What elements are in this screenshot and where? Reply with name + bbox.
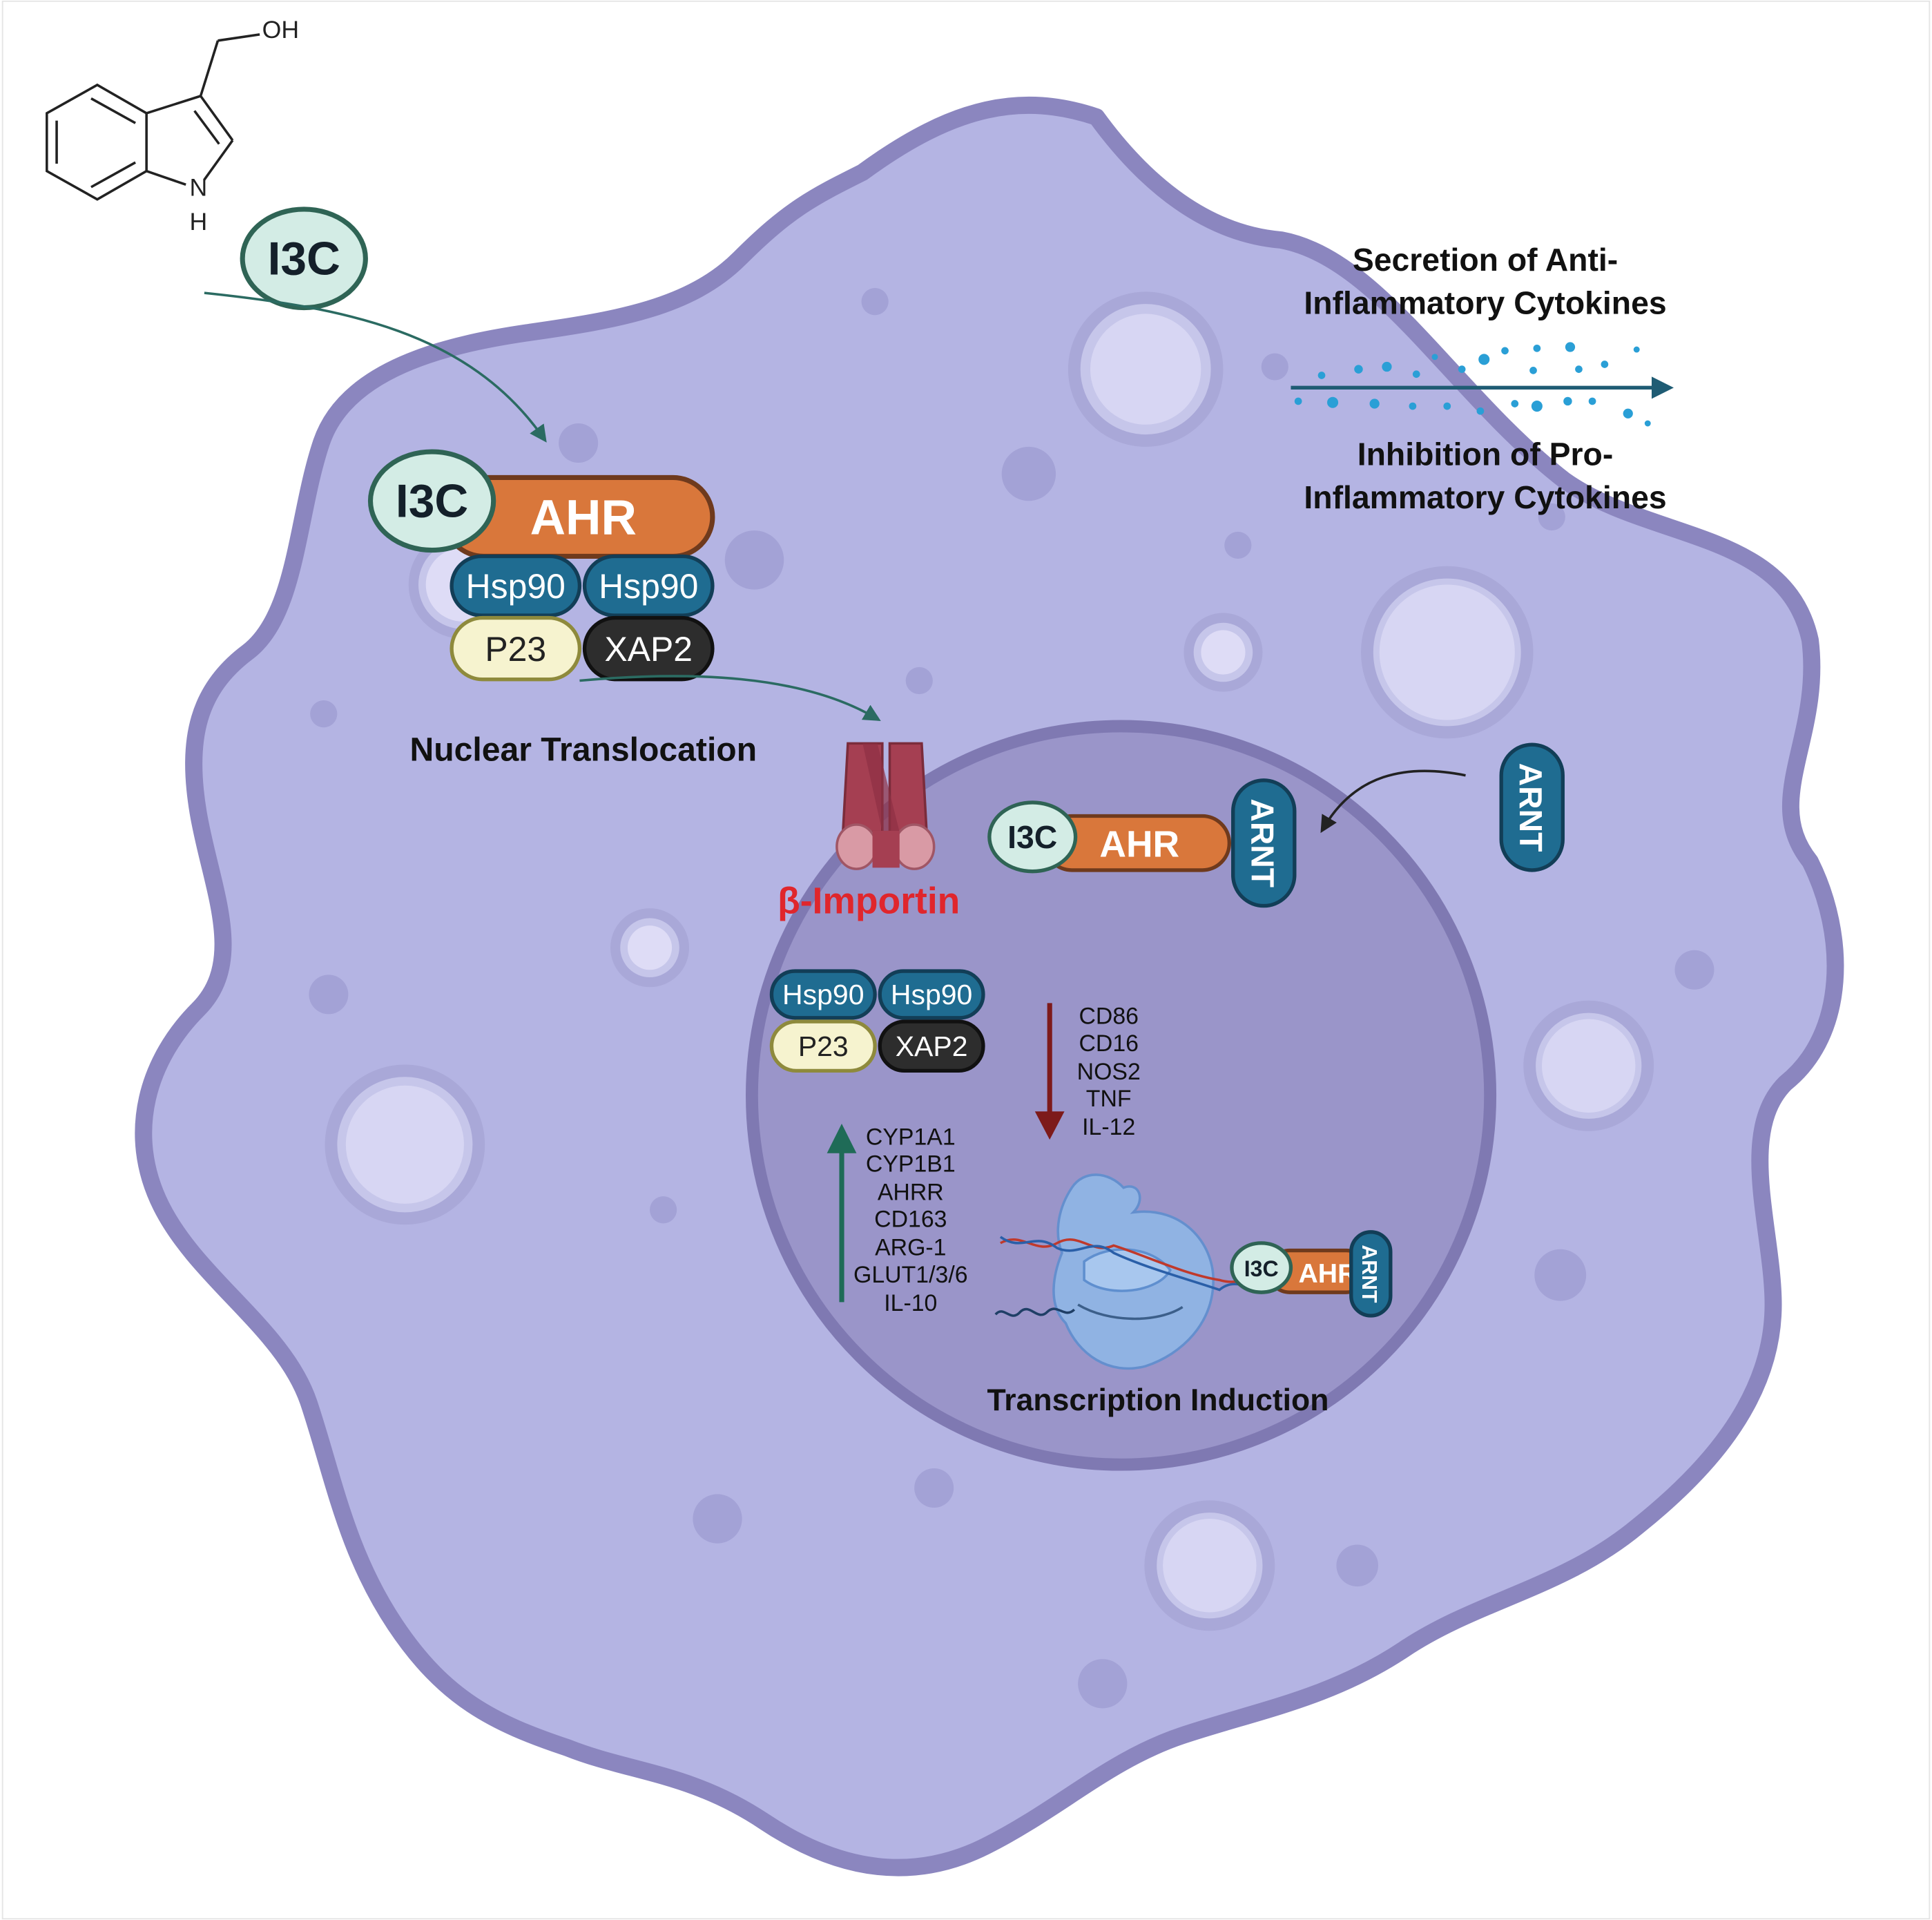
nuclear-i3c-label: I3C [1007,819,1057,855]
nuclear-arnt-label: ARNT [1244,798,1280,887]
secretion-label-line2: Inflammatory Cytokines [1304,285,1666,320]
gene-cd163: CD163 [874,1207,947,1233]
cytoplasmic-ahr-complex: AHR I3C Hsp90 Hsp90 P23 XAP2 [367,449,715,682]
vesicles [325,291,1654,1631]
cytokine-dots [1294,342,1651,427]
inhibition-label-line1: Inhibition of Pro- [1358,436,1614,472]
nuclear-i3c [987,800,1078,874]
nuclear-ahr-label: AHR [1099,824,1179,865]
released-chaperones: Hsp90 Hsp90 P23 XAP2 [769,969,985,1073]
nuclear-ahr-arnt-complex: AHR I3C ARNT [987,778,1297,908]
dna-bound-ahr-label: AHR [1298,1259,1357,1289]
released-hsp90-left [769,969,877,1020]
gene-cyp1b1: CYP1B1 [866,1151,956,1178]
translocation-arrow [579,675,881,721]
gene-il10: IL-10 [884,1290,937,1316]
gene-tnf: TNF [1086,1086,1132,1112]
p23-label: P23 [485,630,546,669]
upregulation-arrow-head [827,1124,857,1153]
secretion-label-line1: Secretion of Anti- [1353,242,1618,278]
gene-nos2: NOS2 [1077,1059,1141,1085]
dna-bound-i3c-label: I3C [1244,1256,1279,1281]
released-xap2-label: XAP2 [896,1030,968,1062]
downregulation-arrow-head [1034,1111,1065,1140]
released-p23 [769,1019,877,1073]
i3c-bound-label: I3C [396,475,468,527]
released-hsp90-left-label: Hsp90 [782,979,864,1010]
gene-cd86: CD86 [1079,1004,1139,1030]
released-xap2 [878,1019,985,1073]
i3c-bound [367,449,496,553]
gene-glut: GLUT1/3/6 [853,1262,968,1288]
hydrogen-label: H [190,208,208,236]
gene-cyp1a1: CYP1A1 [866,1124,956,1150]
arnt-free-label: ARNT [1513,763,1549,852]
nuclear-translocation-label: Nuclear Translocation [409,731,757,768]
downregulated-gene-list: CD86 CD16 NOS2 TNF IL-12 [1077,1004,1141,1140]
hydroxyl-label: OH [262,16,299,44]
nitrogen-label: N [190,173,208,201]
p23-cochaperone [450,615,582,682]
xap2-label: XAP2 [604,630,693,669]
dna-bound-complex: AHR I3C ARNT [1230,1230,1393,1318]
dna-bound-arnt-label: ARNT [1358,1245,1380,1303]
hsp90-left-label: Hsp90 [466,567,566,606]
indole-3-carbinol-structure [46,33,260,201]
arnt-recruitment-arrow [1320,769,1466,834]
entry-arrow [204,291,547,443]
dna-bound-arnt [1349,1230,1393,1318]
arnt-free [1499,742,1565,872]
i3c-ligand-label: I3C [268,233,340,285]
transcription-induction-label: Transcription Induction [987,1383,1329,1417]
dna-bound-i3c [1230,1241,1293,1294]
nuclear-arnt [1231,778,1297,908]
rna-polymerase [1052,1173,1215,1370]
ahr-label: AHR [530,490,637,545]
gene-ahrr: AHRR [878,1180,944,1206]
released-hsp90-right-label: Hsp90 [891,979,972,1010]
gene-cd16: CD16 [1079,1030,1139,1057]
hsp90-right [582,554,715,617]
inhibition-label-line2: Inflammatory Cytokines [1304,479,1666,515]
xap2-protein [582,615,715,682]
released-hsp90-right [878,969,985,1020]
granules [309,288,1714,1709]
gene-il12: IL-12 [1082,1114,1135,1140]
hsp90-right-label: Hsp90 [599,567,698,606]
importin-label: β-Importin [777,881,960,921]
hsp90-left [450,554,582,617]
upregulated-gene-list: CYP1A1 CYP1B1 AHRR CD163 ARG-1 GLUT1/3/6… [853,1124,968,1316]
gene-arg1: ARG-1 [875,1235,946,1261]
mrna-strand [994,1307,1076,1317]
released-p23-label: P23 [798,1030,849,1062]
importin-channel [835,742,936,870]
